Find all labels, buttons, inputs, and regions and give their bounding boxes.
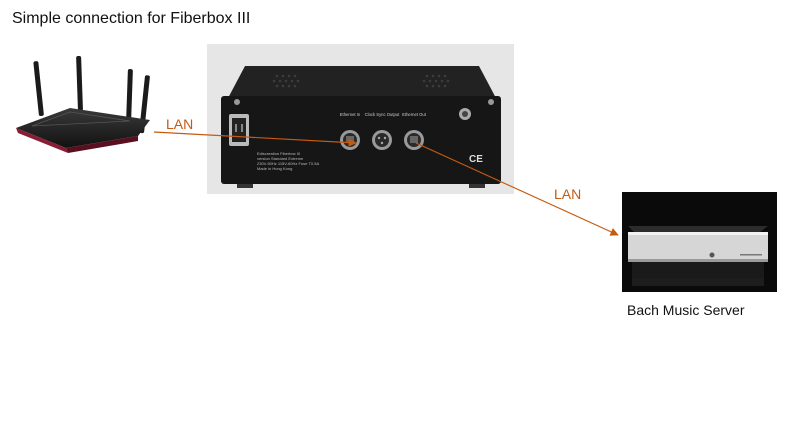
fiberbox-rear-panel-image: CE Ethernet In Clock Sync Output Etherne… xyxy=(207,44,514,194)
lan-arrow-router-to-fiberbox xyxy=(153,131,357,147)
port-label-ethernet-out: Ethernet Out xyxy=(402,112,427,117)
diagram-title: Simple connection for Fiberbox III xyxy=(12,10,251,27)
svg-text:CE: CE xyxy=(469,154,483,165)
model-line: Ediscreation Fiberbox III xyxy=(257,151,300,156)
music-server-caption: Bach Music Server xyxy=(627,302,745,318)
lan-label-server: LAN xyxy=(554,186,582,202)
port-label-ethernet-in: Ethernet In xyxy=(340,112,361,117)
port-label-clock-sync: Clock Sync Output xyxy=(365,112,401,117)
music-server-image xyxy=(622,192,777,292)
router-image xyxy=(16,56,150,153)
model-line: 230V-50Hz 115V-60Hz Fuse T0.5A xyxy=(257,161,319,166)
model-line: version Standard Extreme xyxy=(257,156,304,161)
lan-arrow-fiberbox-to-server xyxy=(415,142,619,236)
lan-label-router: LAN xyxy=(166,116,194,132)
model-line: Made in Hong Kong xyxy=(257,166,292,171)
